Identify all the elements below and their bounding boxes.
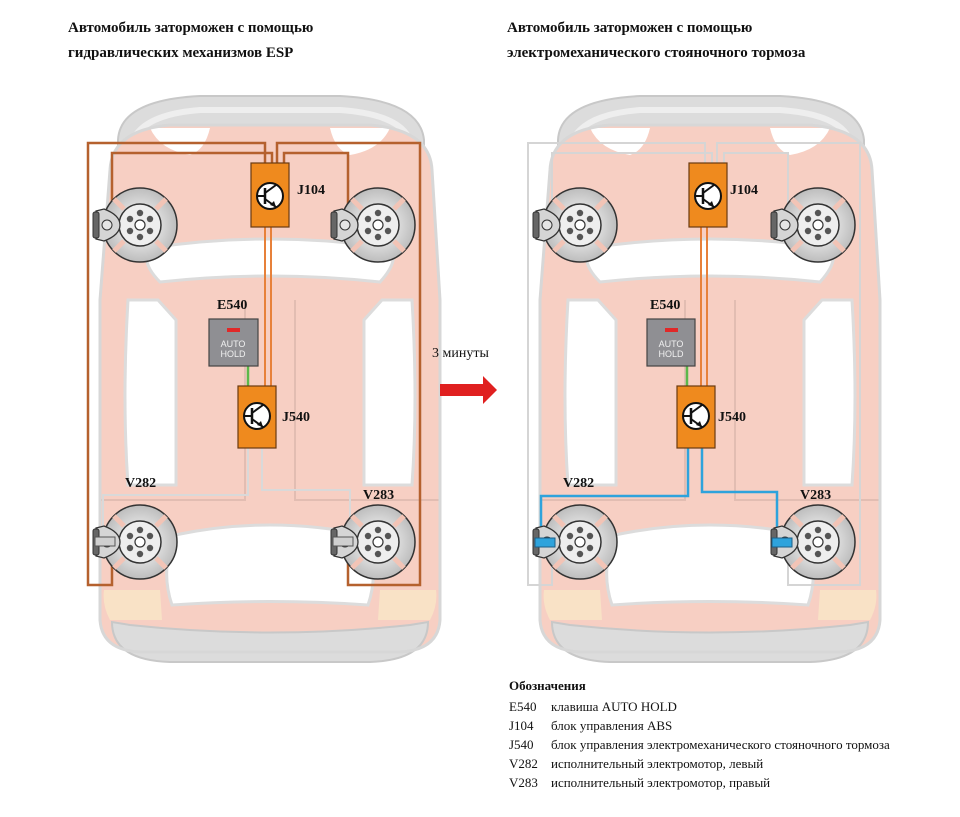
legend-code: J540 <box>509 737 534 752</box>
right-motor-lines <box>539 448 779 540</box>
legend-desc: клавиша AUTO HOLD <box>551 699 677 714</box>
motor-v282-inactive <box>94 536 116 547</box>
left-diagram-title: Автомобиль заторможен с помощью гидравли… <box>68 16 313 66</box>
hydraulic-line-front-right <box>282 151 350 225</box>
hydraulic-line-rear-left <box>86 141 267 587</box>
right-hydraulic-lines-inactive <box>527 142 861 586</box>
label-j540-left: J540 <box>282 410 310 425</box>
legend-item: J104 блок управления ABS <box>509 716 951 735</box>
auto-hold-button-right <box>646 318 696 367</box>
left-hydraulic-lines <box>86 141 422 587</box>
right-car: J104 E540 AUTO HOLD J540 V282 V283 <box>527 96 880 662</box>
legend: Обозначения E540 клавиша AUTO HOLD J104 бл… <box>509 676 951 792</box>
legend-desc: исполнительный электромотор, правый <box>551 775 771 790</box>
motor-v282-active <box>534 537 556 548</box>
motor-line-v283 <box>700 448 779 540</box>
right-title-line-1: Автомобиль заторможен с помощью <box>507 20 753 36</box>
auto-hold-button-left <box>208 318 259 367</box>
hydraulic-line-rear-right <box>275 141 422 587</box>
auto-hold-text-1: AUTO <box>659 339 684 349</box>
transition-label: 3 минуты <box>432 346 489 361</box>
label-j104-left: J104 <box>297 183 325 198</box>
right-title-line-2: электромеханического стояночного тормоза <box>507 45 806 61</box>
indicator-led-icon <box>227 328 240 332</box>
auto-hold-text-2: HOLD <box>220 349 246 359</box>
auto-hold-text-2: HOLD <box>658 349 684 359</box>
legend-desc: исполнительный электромотор, левый <box>551 756 764 771</box>
label-v283-left: V283 <box>363 488 394 503</box>
legend-code: E540 <box>509 699 537 714</box>
hydraulic-line-front-left <box>110 151 274 225</box>
legend-code: J104 <box>509 718 534 733</box>
motor-v283-active <box>771 537 793 548</box>
right-can-bus <box>700 227 708 387</box>
transistor-icon <box>681 401 711 431</box>
motor-v283-inactive <box>332 536 354 547</box>
label-j540-right: J540 <box>718 410 746 425</box>
label-v283-right: V283 <box>800 488 831 503</box>
label-e540-right: E540 <box>650 298 680 313</box>
label-e540-left: E540 <box>217 298 247 313</box>
left-can-bus <box>264 227 272 387</box>
label-j104-right: J104 <box>730 183 758 198</box>
legend-code: V282 <box>509 756 538 771</box>
legend-heading: Обозначения <box>509 678 586 693</box>
transistor-icon <box>255 181 285 211</box>
legend-item: V283 исполнительный электромотор, правый <box>509 773 951 792</box>
transistor-icon <box>242 401 272 431</box>
legend-desc: блок управления ABS <box>551 718 673 733</box>
left-title-line-2: гидравлических механизмов ESP <box>68 45 294 61</box>
legend-desc: блок управления электромеханического сто… <box>551 737 890 752</box>
left-title-line-1: Автомобиль заторможен с помощью <box>68 20 314 36</box>
right-diagram-title: Автомобиль заторможен с помощью электром… <box>507 16 805 66</box>
transistor-icon <box>693 181 723 211</box>
legend-item: E540 клавиша AUTO HOLD <box>509 697 951 716</box>
motor-line-v282 <box>539 448 690 540</box>
legend-item: V282 исполнительный электромотор, левый <box>509 754 951 773</box>
left-car: J104 E540 AUTO HOLD J540 V282 V283 <box>86 96 440 662</box>
auto-hold-text-1: AUTO <box>221 339 246 349</box>
label-v282-left: V282 <box>125 476 156 491</box>
legend-item: J540 блок управления электромеханического… <box>509 735 951 754</box>
label-v282-right: V282 <box>563 476 594 491</box>
legend-code: V283 <box>509 775 538 790</box>
right-arrow-icon <box>440 376 497 404</box>
indicator-led-icon <box>665 328 678 332</box>
